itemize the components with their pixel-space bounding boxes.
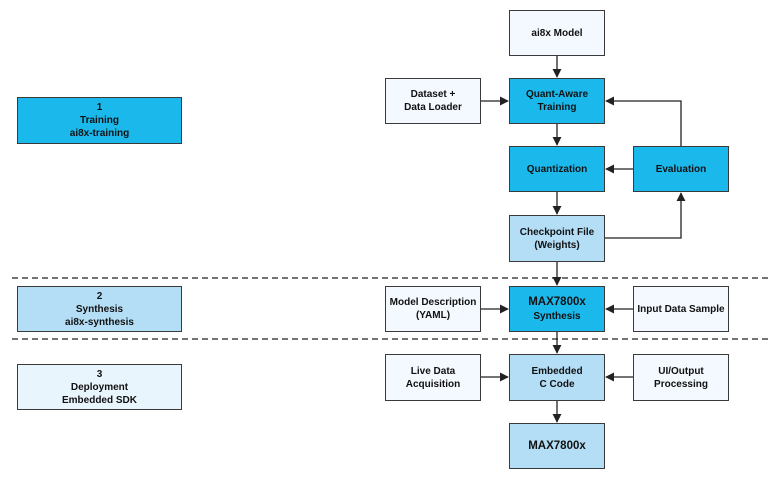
stage-synthesis: 2 Synthesis ai8x-synthesis bbox=[17, 286, 182, 332]
node-live-data-acquisition-line1: Live Data bbox=[410, 365, 456, 377]
stage-training-tool: ai8x-training bbox=[69, 128, 130, 139]
stage-deployment-number: 3 bbox=[96, 368, 103, 380]
node-model-description-line2: (YAML) bbox=[415, 310, 451, 321]
node-embedded-c-code-line1: Embedded bbox=[531, 365, 583, 377]
node-model-description-line1: Model Description bbox=[389, 297, 477, 308]
node-ai8x-model-label: ai8x Model bbox=[531, 27, 583, 39]
node-dataset-loader: Dataset + Data Loader bbox=[385, 78, 481, 124]
node-quantization: Quantization bbox=[509, 146, 605, 192]
node-quant-aware-training-line1: Quant-Aware bbox=[525, 89, 589, 100]
node-ai8x-model: ai8x Model bbox=[509, 10, 605, 56]
node-max7800x-synthesis: MAX7800x Synthesis bbox=[509, 286, 605, 332]
node-checkpoint-file: Checkpoint File (Weights) bbox=[509, 215, 605, 262]
node-evaluation-label: Evaluation bbox=[655, 163, 707, 175]
stage-training: 1 Training ai8x-training bbox=[17, 97, 182, 144]
node-dataset-loader-line2: Data Loader bbox=[404, 102, 462, 113]
node-ui-output-processing-line1: UI/Output bbox=[658, 365, 704, 377]
stage-deployment: 3 Deployment Embedded SDK bbox=[17, 364, 182, 410]
node-dataset-loader-line1: Dataset + bbox=[410, 89, 456, 100]
node-quant-aware-training: Quant-Aware Training bbox=[509, 78, 605, 124]
node-embedded-c-code-line2: C Code bbox=[539, 378, 575, 390]
node-quant-aware-training-line2: Training bbox=[537, 102, 577, 113]
node-checkpoint-file-line1: Checkpoint File bbox=[519, 226, 595, 238]
stage-synthesis-number: 2 bbox=[96, 290, 103, 302]
node-model-description: Model Description (YAML) bbox=[385, 286, 481, 332]
node-evaluation: Evaluation bbox=[633, 146, 729, 192]
node-live-data-acquisition: Live Data Acquisition bbox=[385, 354, 481, 401]
arrow-evaluation-to-qat bbox=[605, 96, 682, 146]
arrow-checkpoint-to-evaluation bbox=[605, 192, 686, 239]
stage-training-number: 1 bbox=[96, 102, 103, 113]
node-input-data-sample: Input Data Sample bbox=[633, 286, 729, 332]
stage-synthesis-title: Synthesis bbox=[75, 303, 124, 315]
node-ui-output-processing-line2: Processing bbox=[654, 378, 708, 390]
node-quantization-label: Quantization bbox=[526, 163, 588, 175]
node-live-data-acquisition-line2: Acquisition bbox=[405, 378, 461, 390]
node-embedded-c-code: Embedded C Code bbox=[509, 354, 605, 401]
node-input-data-sample-label: Input Data Sample bbox=[637, 303, 725, 315]
stage-deployment-tool: Embedded SDK bbox=[61, 394, 137, 406]
node-max7800x-synthesis-line1: MAX7800x bbox=[528, 296, 586, 309]
node-max7800x-device-label: MAX7800x bbox=[528, 439, 586, 452]
node-ui-output-processing: UI/Output Processing bbox=[633, 354, 729, 401]
node-max7800x-device: MAX7800x bbox=[509, 423, 605, 469]
stage-deployment-title: Deployment bbox=[70, 381, 129, 393]
stage-synthesis-tool: ai8x-synthesis bbox=[65, 316, 134, 328]
stage-training-title: Training bbox=[80, 115, 119, 126]
node-max7800x-synthesis-line2: Synthesis bbox=[533, 310, 581, 322]
node-checkpoint-file-line2: (Weights) bbox=[534, 239, 580, 251]
